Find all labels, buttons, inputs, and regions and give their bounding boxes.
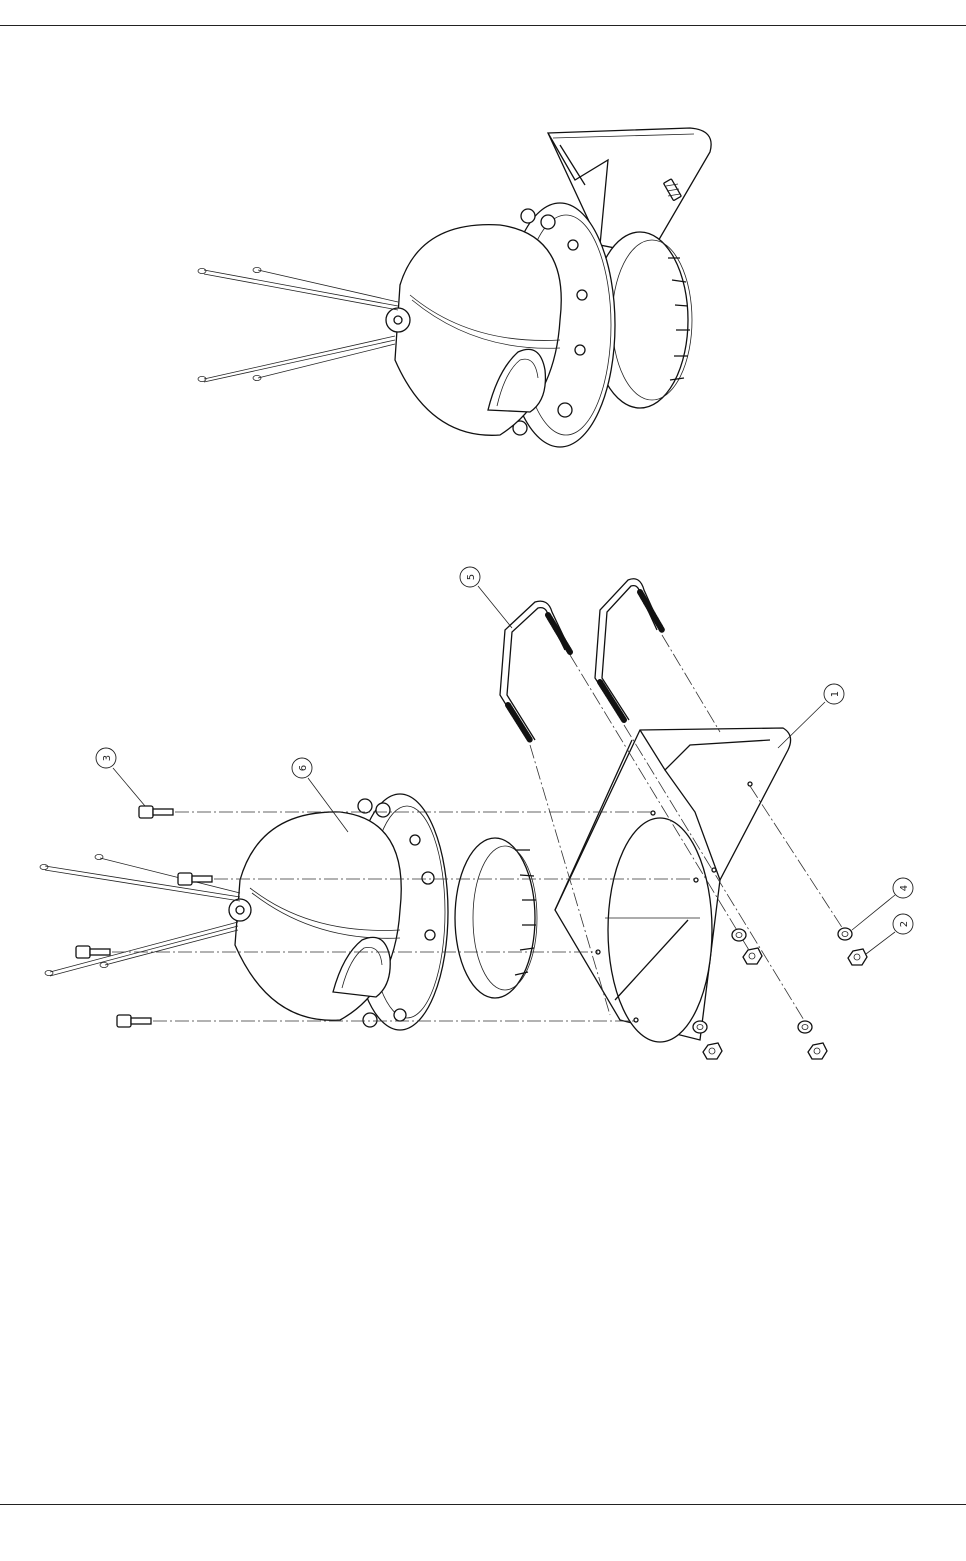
cables-exploded (40, 854, 240, 976)
screw-4 (117, 1015, 151, 1027)
callout-5: 5 (460, 567, 512, 628)
dome-body-exploded (229, 812, 401, 1020)
callout-1: 1 (778, 684, 844, 748)
cables-assembled (198, 267, 398, 382)
u-bolt-right (595, 579, 662, 720)
svg-text:2: 2 (899, 921, 910, 927)
callout-2: 2 (866, 914, 913, 954)
screw-1 (139, 806, 173, 818)
rear-collar-exploded (455, 838, 537, 998)
svg-text:6: 6 (298, 765, 309, 771)
svg-text:4: 4 (899, 885, 910, 891)
callout-3: 3 (96, 748, 145, 806)
washer-nut-set (693, 928, 867, 1059)
u-bolt-left (500, 601, 570, 740)
exploded-view: 1 2 3 4 5 6 (40, 567, 913, 1059)
svg-text:1: 1 (830, 691, 841, 697)
svg-text:5: 5 (466, 574, 477, 580)
bracket-plate-exploded (555, 728, 791, 1042)
dome-body-assembled (386, 225, 561, 436)
svg-text:3: 3 (102, 755, 113, 761)
screw-2 (178, 873, 212, 885)
assembled-view (198, 128, 711, 447)
screw-3 (76, 946, 110, 958)
